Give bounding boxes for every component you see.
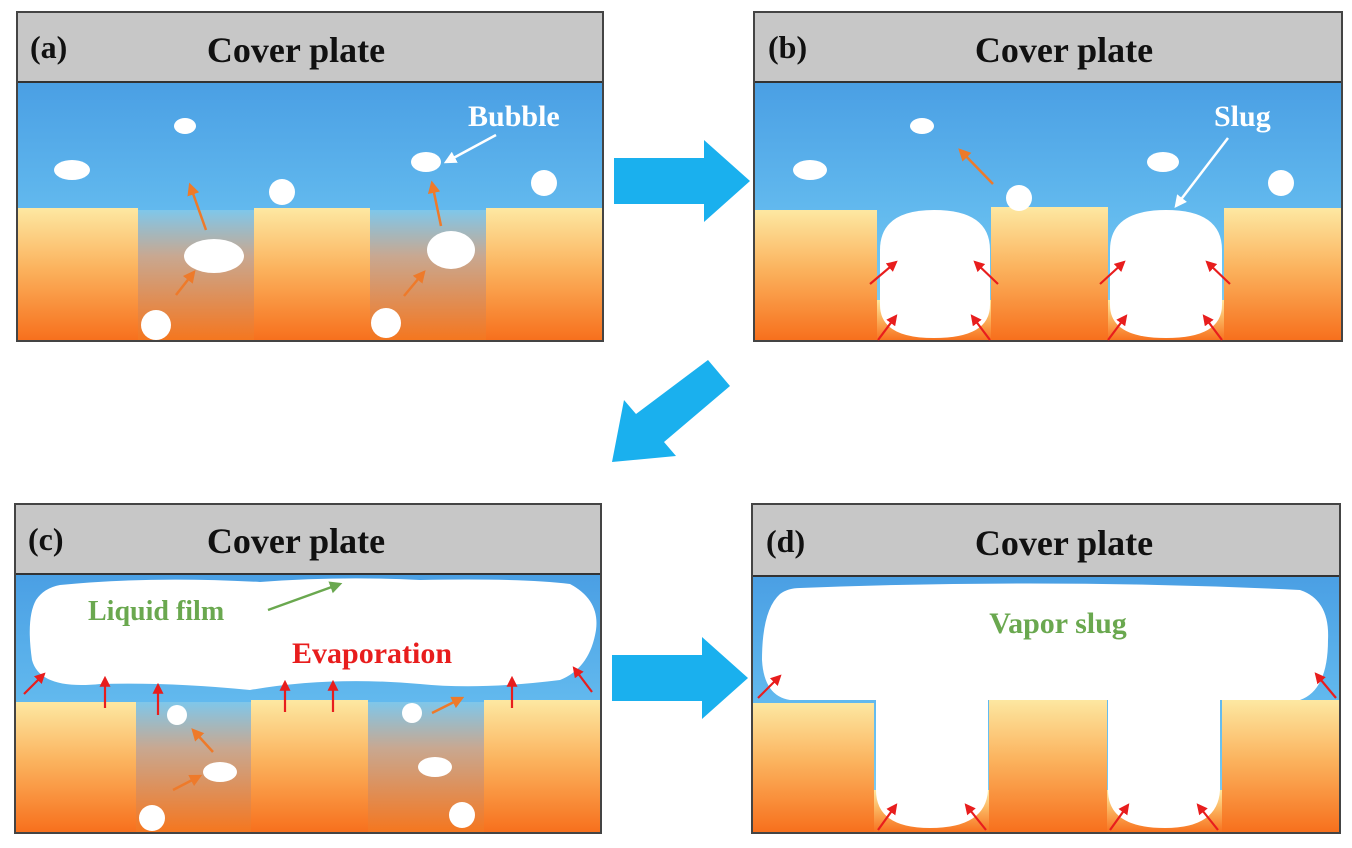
panel-d: (d) Cover plate Vapor slug xyxy=(751,503,1341,834)
arrow-icon xyxy=(973,260,999,285)
panel-c-frame xyxy=(14,503,602,834)
bubble xyxy=(1268,170,1294,196)
arrow-icon xyxy=(1314,672,1337,699)
bubble xyxy=(793,160,827,180)
panel-d-fin xyxy=(752,703,874,833)
arrow-icon xyxy=(757,674,782,699)
panel-c-header xyxy=(14,503,602,575)
panel-d-id: (d) xyxy=(766,523,805,559)
arrow-icon xyxy=(427,180,443,227)
bubble xyxy=(139,805,165,831)
arrow-icon xyxy=(572,666,593,693)
panel-a-fin xyxy=(254,208,370,341)
arrow-icon xyxy=(1196,803,1219,831)
panel-c: (c) Cover plate Liquid film Evaporation xyxy=(14,503,602,834)
panel-a-title: Cover plate xyxy=(207,30,385,70)
panel-b-fin xyxy=(1224,208,1342,341)
panel-d-header xyxy=(751,503,1341,577)
slug-label: Slug xyxy=(1214,100,1271,133)
panel-a-frame xyxy=(16,11,604,342)
arrow-icon xyxy=(1202,314,1223,341)
arrow-icon xyxy=(443,133,497,164)
panel-b-title: Cover plate xyxy=(975,30,1153,70)
panel-b-fin xyxy=(754,210,877,341)
panel-b: (b) Cover plate Slug xyxy=(753,11,1343,342)
panel-d-frame xyxy=(751,503,1341,834)
arrow-icon xyxy=(964,803,987,831)
bubble xyxy=(371,308,401,338)
panel-d-fin xyxy=(989,699,1107,833)
panel-b-fin xyxy=(991,207,1108,341)
arrow-icon xyxy=(1205,260,1231,285)
evaporation-label: Evaporation xyxy=(292,637,452,670)
bubble xyxy=(1147,152,1179,172)
arrow-icon xyxy=(1109,803,1130,831)
arrow-icon xyxy=(172,774,203,792)
bubble xyxy=(203,762,237,782)
arrow-icon xyxy=(23,672,46,695)
arrow-icon xyxy=(958,148,994,185)
bubble xyxy=(1006,185,1032,211)
bubble xyxy=(427,231,475,269)
panel-b-id: (b) xyxy=(768,29,807,65)
panel-a-fin xyxy=(17,208,138,341)
panel-b-header xyxy=(753,11,1343,83)
vapor-slug xyxy=(762,583,1329,828)
panel-a-id: (a) xyxy=(30,29,67,65)
bubble xyxy=(269,179,295,205)
arrow-icon xyxy=(1107,314,1128,341)
arrow-icon xyxy=(877,314,898,341)
arrow-icon xyxy=(187,182,208,231)
bubble xyxy=(174,118,196,134)
bubble xyxy=(531,170,557,196)
arrow-icon xyxy=(403,270,426,297)
arrow-icon xyxy=(869,260,898,285)
block-arrow-icon xyxy=(612,637,748,719)
bubble xyxy=(184,239,244,273)
vapor-slug xyxy=(880,210,990,338)
arrow-icon xyxy=(175,270,196,296)
arrow-icon xyxy=(267,581,343,612)
arrow-icon xyxy=(191,728,214,753)
bubble xyxy=(418,757,452,777)
arrow-icon xyxy=(1099,260,1126,285)
liquid-film-label: Liquid film xyxy=(88,596,224,627)
panel-d-fin xyxy=(1222,700,1340,833)
bubble xyxy=(141,310,171,340)
panel-d-title: Cover plate xyxy=(975,523,1153,563)
vapor-slug xyxy=(1110,210,1222,338)
bubble-label: Bubble xyxy=(468,100,560,133)
bubble xyxy=(411,152,441,172)
vapor-slug-label: Vapor slug xyxy=(989,607,1127,640)
panel-c-fin xyxy=(251,700,368,833)
panel-c-fin xyxy=(15,702,136,833)
bubble xyxy=(449,802,475,828)
panel-c-id: (c) xyxy=(28,521,64,557)
bubble xyxy=(402,703,422,723)
block-arrow-icon xyxy=(614,140,750,222)
bubble xyxy=(54,160,90,180)
arrow-icon xyxy=(1174,137,1229,208)
bubble xyxy=(910,118,934,134)
bubble xyxy=(167,705,187,725)
panel-c-title: Cover plate xyxy=(207,521,385,561)
panel-c-fin xyxy=(484,700,601,833)
block-arrow-icon xyxy=(612,360,730,462)
panel-a: (a) Cover plate Bubble xyxy=(16,11,604,342)
vapor-film xyxy=(29,578,597,690)
arrow-icon xyxy=(970,314,991,341)
arrow-icon xyxy=(877,803,898,831)
panel-b-frame xyxy=(753,11,1343,342)
panel-a-fin xyxy=(486,208,603,341)
arrow-icon xyxy=(431,696,465,715)
